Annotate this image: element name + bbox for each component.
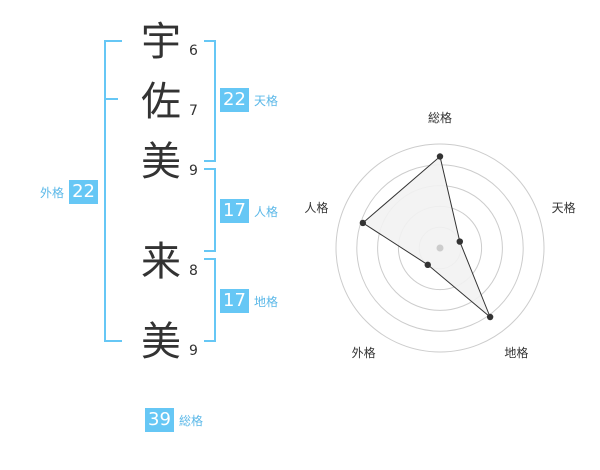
gaikaku-value: 22 (69, 180, 99, 204)
chikaku-value: 17 (220, 289, 249, 313)
radar-axis-label: 天格 (552, 200, 576, 215)
soukaku-value: 39 (145, 408, 174, 432)
gaikaku-group: 外格 22 (40, 180, 99, 204)
chikaku-bracket (204, 258, 216, 342)
radar-point (424, 261, 431, 269)
radar-axis-label: 外格 (352, 345, 376, 360)
jinkaku-value: 17 (220, 199, 249, 223)
tenkaku-group: 22 天格 (220, 88, 278, 112)
name-char-2: 佐 (141, 79, 181, 125)
tenkaku-label: 天格 (254, 94, 279, 108)
soukaku-label: 総格 (179, 414, 204, 428)
jinkaku-group: 17 人格 (220, 199, 278, 223)
gaikaku-bracket-tick (104, 98, 118, 100)
stroke-count-2: 7 (189, 103, 198, 119)
tenkaku-bracket (204, 40, 216, 162)
jinkaku-label: 人格 (254, 205, 279, 219)
chikaku-label: 地格 (254, 295, 279, 309)
chikaku-group: 17 地格 (220, 289, 278, 313)
radar-point (456, 238, 463, 245)
jinkaku-bracket (204, 168, 216, 252)
radar-polygon (362, 155, 491, 318)
name-char-1: 宇 (141, 19, 181, 65)
radar-point (359, 219, 367, 227)
name-char-5: 美 (141, 319, 181, 365)
stroke-count-3: 9 (189, 163, 198, 179)
radar-axis-label: 地格 (504, 345, 528, 360)
gaikaku-label: 外格 (40, 186, 65, 200)
name-char-3: 美 (141, 139, 181, 185)
radar-center-dot (436, 244, 444, 252)
stroke-count-5: 9 (189, 343, 198, 359)
radar-axis-label: 人格 (304, 200, 328, 215)
soukaku-group: 39 総格 (145, 408, 203, 432)
tenkaku-value: 22 (220, 88, 249, 112)
stroke-count-1: 6 (189, 43, 198, 59)
stroke-count-4: 8 (189, 263, 198, 279)
radar-point (486, 313, 494, 321)
radar-point (436, 153, 444, 160)
name-char-4: 来 (141, 239, 181, 285)
radar-ring (335, 143, 545, 353)
gaikaku-bracket (104, 40, 122, 342)
radar-axis-label: 総格 (428, 110, 452, 125)
